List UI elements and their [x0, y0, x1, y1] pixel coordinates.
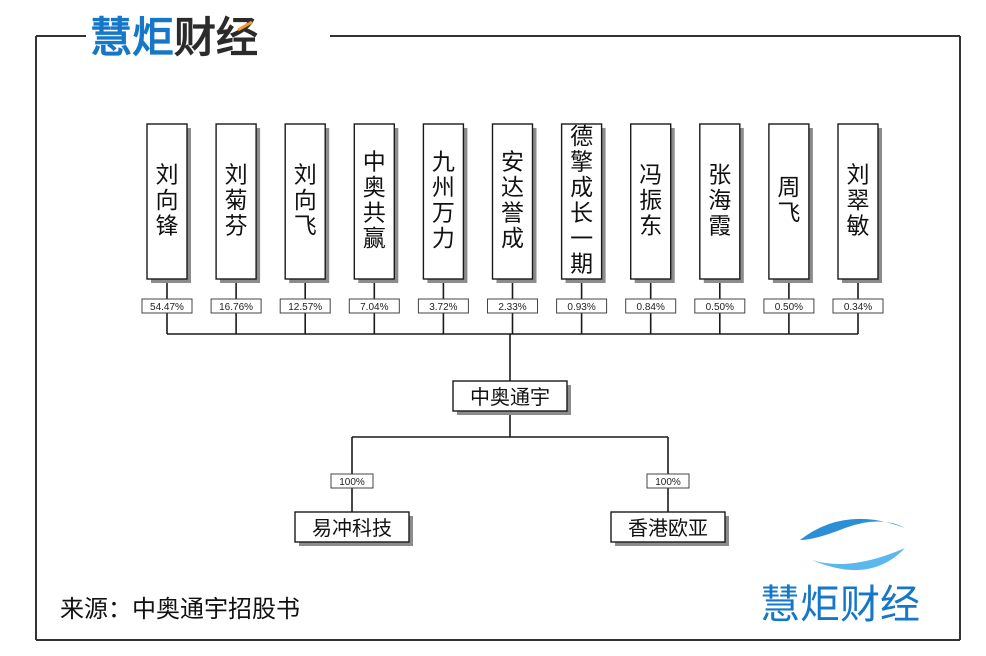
shareholder-percent: 7.04%	[360, 302, 388, 313]
brand-title: 慧炬财经	[90, 13, 258, 62]
shareholder-percent: 16.76%	[219, 302, 253, 313]
shareholder-name: 刘菊芬	[225, 162, 248, 239]
shareholder-name: 德擎成长一期	[570, 124, 593, 278]
shareholder-name: 刘向锋	[156, 162, 179, 239]
shareholder-box	[422, 123, 465, 280]
shareholder-box	[630, 123, 672, 280]
shareholder-percent: 54.47%	[150, 302, 184, 313]
shareholder-box	[768, 123, 810, 280]
shareholder-percent: 0.34%	[844, 302, 872, 313]
shareholder-box	[699, 123, 741, 280]
percent-box	[832, 298, 884, 314]
shareholder-box	[837, 123, 879, 280]
shareholder-node: 九州万力 3.72%	[417, 123, 469, 314]
subsidiary-name: 香港欧亚	[628, 516, 708, 540]
swirl-logo-icon	[800, 518, 905, 571]
company-name: 中奥通宇	[470, 385, 550, 409]
shareholder-node: 刘向飞 12.57%	[279, 123, 331, 314]
frame	[35, 35, 961, 641]
shareholder-percent: 2.33%	[498, 302, 526, 313]
subsidiary-node: 100% 香港欧亚	[610, 473, 729, 546]
source-note: 来源：中奥通宇招股书	[60, 595, 300, 623]
shareholder-percent: 0.50%	[775, 302, 803, 313]
percent-box	[646, 473, 690, 489]
percent-box	[487, 298, 538, 314]
subsidiary-box	[610, 511, 726, 543]
shareholder-percent: 0.50%	[706, 302, 734, 313]
company-node: 中奥通宇	[452, 380, 571, 415]
shareholder-node: 德擎成长一期 0.93%	[556, 123, 608, 314]
shareholder-box	[353, 123, 395, 280]
shareholder-name: 周飞	[777, 175, 800, 227]
shareholder-name: 刘翠敏	[847, 162, 870, 239]
shareholder-box	[146, 123, 188, 280]
shareholder-percent: 0.84%	[637, 302, 665, 313]
percent-box	[141, 298, 193, 314]
brand-title-main: 慧炬	[90, 13, 174, 62]
svg-text:慧炬财经: 慧炬财经	[90, 13, 258, 62]
percent-box	[330, 473, 374, 489]
brand-accent-icon	[237, 20, 253, 32]
shareholder-name: 中奥共赢	[363, 150, 386, 253]
shareholder-list: 刘向锋 54.47% 刘菊芬 16.76% 刘向飞 12.57% 中奥共赢 7.04% 九州万力…	[141, 123, 884, 314]
percent-box	[763, 298, 815, 314]
brand-logo: 慧炬财经	[760, 518, 920, 628]
shareholder-percent: 0.93%	[567, 302, 595, 313]
subsidiary-percent: 100%	[339, 477, 365, 488]
percent-box	[348, 298, 400, 314]
shareholder-node: 周飞 0.50%	[763, 123, 815, 314]
shareholder-box	[284, 123, 326, 280]
shareholder-box	[491, 123, 534, 280]
logo-text: 慧炬财经	[760, 582, 920, 628]
percent-box	[417, 298, 469, 314]
shareholder-node: 冯振东 0.84%	[625, 123, 677, 314]
shareholder-node: 中奥共赢 7.04%	[348, 123, 400, 314]
shareholder-box	[560, 123, 603, 280]
shareholder-name: 张海霞	[708, 162, 731, 239]
shareholder-name: 安达誉成	[501, 150, 524, 253]
shareholder-name: 刘向飞	[294, 162, 317, 239]
shareholder-node: 刘翠敏 0.34%	[832, 123, 884, 314]
shareholder-node: 安达誉成 2.33%	[487, 123, 538, 314]
shareholder-node: 刘向锋 54.47%	[141, 123, 193, 314]
subsidiary-percent: 100%	[655, 477, 681, 488]
shareholder-node: 张海霞 0.50%	[694, 123, 746, 314]
shareholder-percent: 12.57%	[288, 302, 322, 313]
percent-box	[694, 298, 746, 314]
brand-title-tail: 财经	[174, 13, 258, 62]
subsidiary-node: 100% 易冲科技	[294, 473, 413, 546]
percent-box	[556, 298, 608, 314]
percent-box	[279, 298, 331, 314]
subsidiary-list: 100% 易冲科技 100% 香港欧亚	[294, 473, 729, 546]
subsidiary-name: 易冲科技	[312, 516, 392, 540]
percent-box	[625, 298, 677, 314]
subsidiary-box	[294, 511, 410, 543]
percent-box	[210, 298, 262, 314]
shareholder-name: 冯振东	[639, 162, 662, 239]
shareholder-percent: 3.72%	[429, 302, 457, 313]
shareholder-box	[215, 123, 257, 280]
shareholder-node: 刘菊芬 16.76%	[210, 123, 262, 314]
connector-lines	[166, 279, 859, 512]
shareholder-name: 九州万力	[432, 150, 455, 253]
